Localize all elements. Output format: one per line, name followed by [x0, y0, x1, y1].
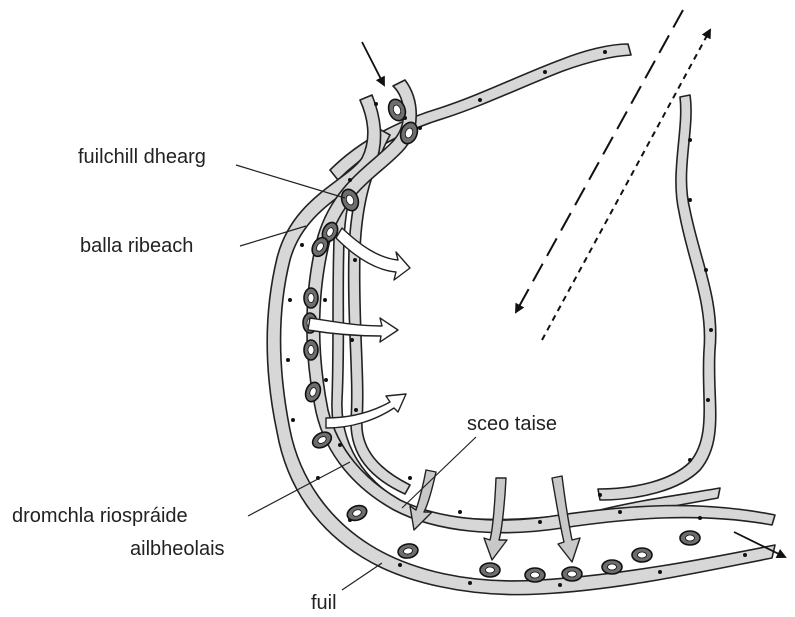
- alveolus-wall: [330, 44, 720, 531]
- pointer-blood: [342, 563, 382, 590]
- alveolar-membrane-right: [598, 95, 716, 500]
- pointer-red-blood-cell: [236, 165, 345, 198]
- label-blood: fuil: [311, 592, 337, 614]
- label-alveolar-surface-line1: dromchla riospráide: [12, 505, 188, 527]
- label-red-blood-cell: fuilchill dhearg: [78, 146, 206, 168]
- label-alveolar-surface-line2: ailbheolais: [130, 538, 225, 560]
- diffusion-arrow-upper: [336, 228, 410, 280]
- label-fluid-film: sceo taise: [467, 413, 557, 435]
- label-capillary-wall: balla ribeach: [80, 235, 193, 257]
- blood-in-arrow: [362, 42, 384, 85]
- pointer-fluid-film: [402, 437, 476, 508]
